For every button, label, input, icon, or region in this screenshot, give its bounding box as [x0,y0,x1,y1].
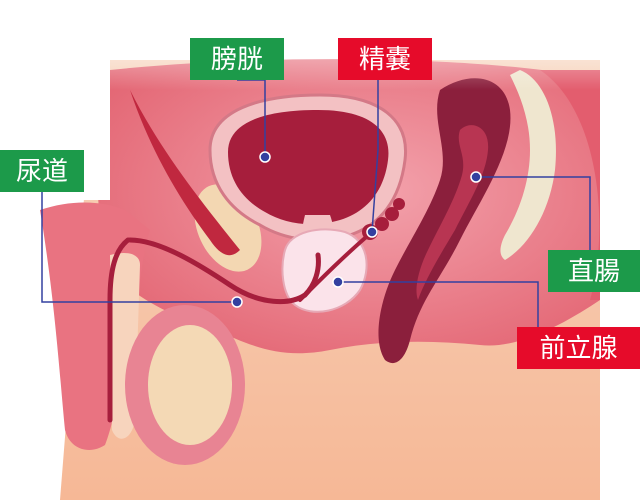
abdominal-muscle [130,90,240,256]
label-bladder: 膀胱 [190,38,284,80]
leader-lines [41,79,591,327]
back-contour [540,70,600,300]
urethra-penile [107,237,131,423]
bladder [228,110,389,225]
dot-prostate [332,276,344,288]
urethra-tube [127,237,321,305]
leader-seminal [371,80,379,233]
leader-dots [231,151,482,308]
dot-bladder [259,151,271,163]
leader-rectum [476,176,591,250]
dot-seminal [366,226,378,238]
rectum-lumen [416,125,489,301]
dot-rectum [470,171,482,183]
leader-urethra [41,190,237,303]
leader-bladder [237,79,266,157]
testis [148,325,232,445]
label-prostate: 前立腺 [517,327,640,369]
prostate [281,228,368,313]
label-rectum: 直腸 [548,250,640,292]
leader-prostate [338,281,539,327]
ejaculatory-duct [298,230,374,302]
dot-urethra [231,296,243,308]
label-urethra: 尿道 [0,150,84,192]
sacrum [500,70,556,260]
label-seminal-vesicle: 精嚢 [338,38,432,80]
